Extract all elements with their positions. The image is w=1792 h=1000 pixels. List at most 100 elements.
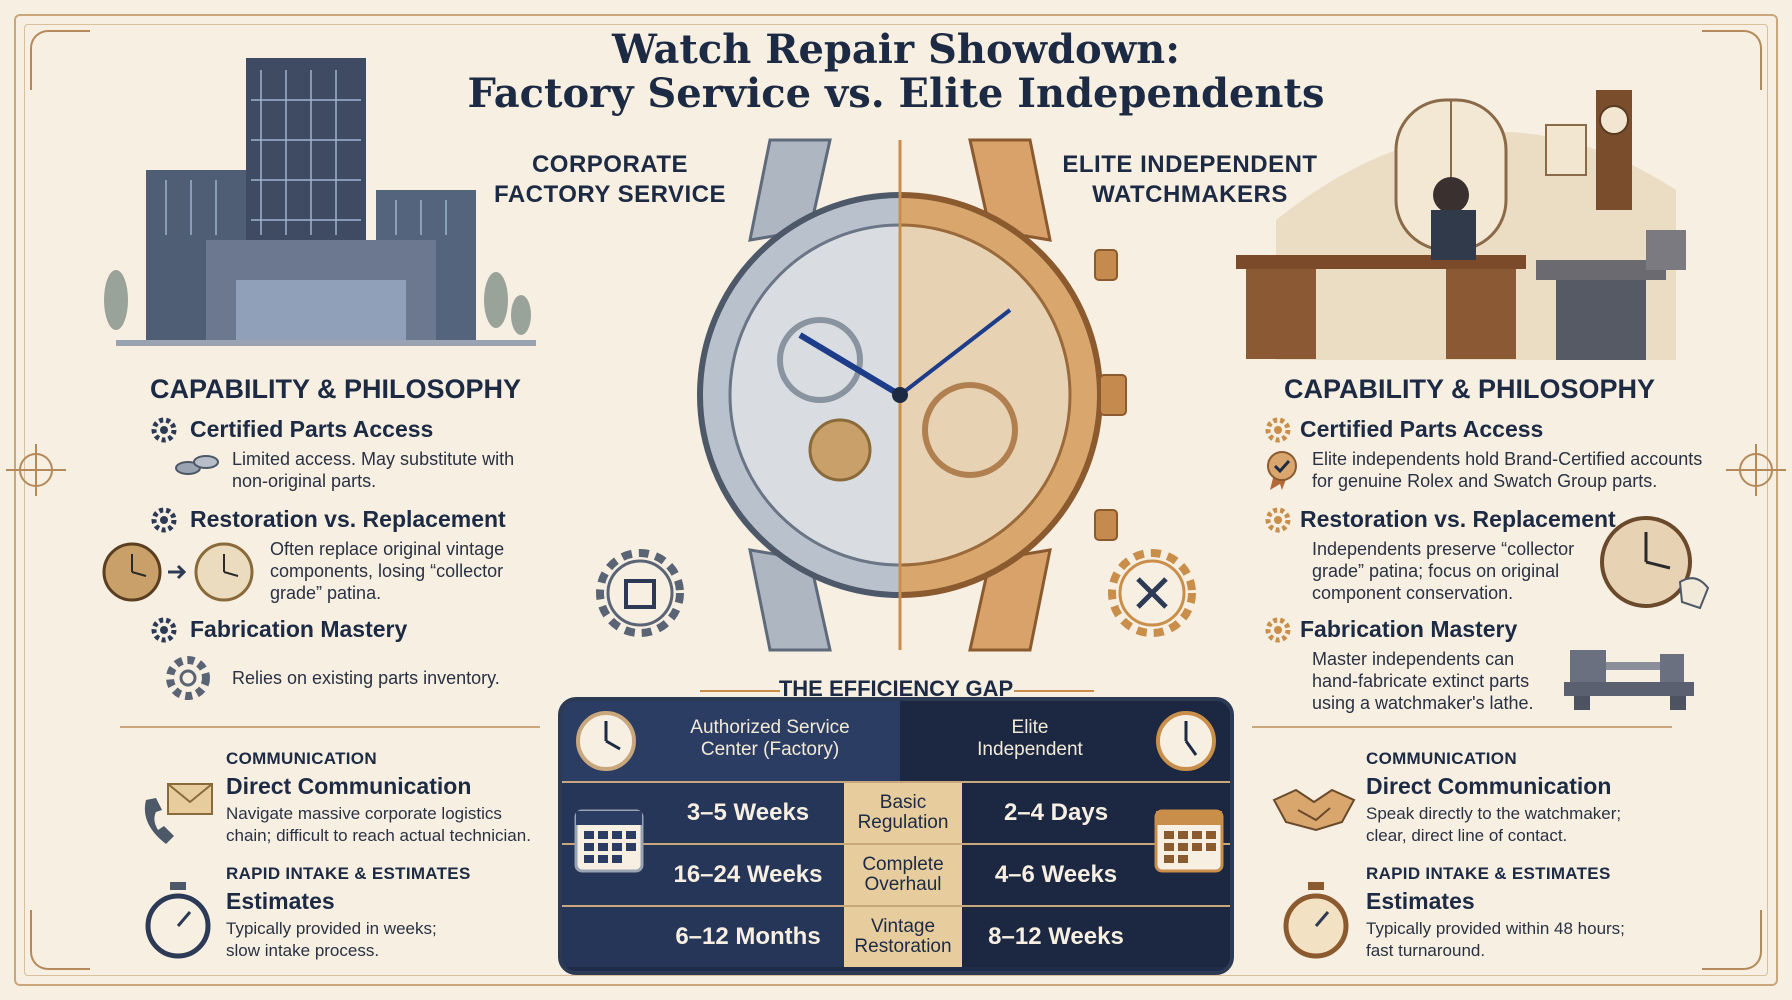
task-line2: Restoration [854,936,952,957]
right-item-restoration-title: Restoration vs. Replacement [1300,506,1616,532]
left-estimates-text-line1: Typically provided in weeks; [226,919,437,938]
efficiency-title-rule-right [1014,690,1094,692]
corner-ornament-bl [30,910,90,970]
left-item-restoration-text: Often replace original vintage component… [270,538,504,604]
efficiency-table: Authorized Service Center (Factory) Elit… [558,697,1234,975]
gear-icon [151,617,177,643]
left-communication-title: Direct Communication [226,773,472,799]
calendar-icon [1154,809,1224,873]
clock-cleaning-icon [1600,516,1710,610]
efficiency-gap-title: THE EFFICIENCY GAP [778,676,1014,701]
coin-stack-icon [175,455,219,475]
right-item-fabrication-title: Fabrication Mastery [1300,616,1518,642]
corner-ornament-tl [30,30,90,90]
left-item-restoration-text-line2: components, losing “collector [270,561,504,581]
ribbon-seal-icon [1267,451,1297,490]
independent-time-cell: 8–12 Weeks [962,907,1230,967]
calendar-icon [574,809,644,873]
stopwatch-icon [1283,882,1349,959]
independent-header-line2: Independent [977,739,1083,760]
left-item-parts-text-line1: Limited access. May substitute with [232,449,515,469]
right-column-heading: ELITE INDEPENDENT WATCHMAKERS [1040,150,1340,210]
left-heading-line2: FACTORY SERVICE [493,181,726,208]
factory-column-header: Authorized Service Center (Factory) [562,701,900,781]
left-item-parts-title: Certified Parts Access [190,416,434,442]
left-column-heading: CORPORATE FACTORY SERVICE [470,150,750,210]
left-item-fabrication-text: Relies on existing parts inventory. [232,668,500,688]
left-item-fabrication-title: Fabrication Mastery [190,616,408,642]
left-estimates-text-line2: slow intake process. [226,941,380,960]
gear-icon [1265,417,1291,443]
gear-icon [151,417,177,443]
factory-header-text: Authorized Service Center (Factory) [650,717,890,761]
left-item-restoration-title: Restoration vs. Replacement [190,506,506,532]
factory-header-line1: Authorized Service [690,717,850,738]
left-divider [120,726,540,728]
left-communication-text-line1: Navigate massive corporate logistics [226,804,502,823]
left-item-restoration-text-line3: grade” patina. [270,583,382,603]
left-communication-text-line2: chain; difficult to reach actual technic… [226,826,531,845]
task-line1: Basic [879,792,927,813]
compass-ornament-right-icon [1726,444,1786,496]
right-communication-text: Speak directly to the watchmaker; clear,… [1366,803,1621,847]
left-heading-line1: CORPORATE [531,151,689,178]
left-capability-heading: CAPABILITY & PHILOSOPHY [150,374,522,404]
left-communication-label: COMMUNICATION [226,749,377,768]
left-estimates-label: RAPID INTAKE & ESTIMATES [226,864,471,883]
right-communication-label: COMMUNICATION [1366,749,1517,768]
outer-frame [14,14,1778,986]
right-communication-title: Direct Communication [1366,773,1612,799]
factory-time-cell: 16–24 Weeks [562,845,844,905]
right-estimates-title: Estimates [1366,888,1475,914]
right-heading-line2: WATCHMAKERS [1092,181,1288,208]
right-item-parts-text-line2: for genuine Rolex and Swatch Group parts… [1312,471,1658,491]
right-item-restoration-text-line1: Independents preserve “collector [1312,539,1575,559]
left-estimates-title: Estimates [226,888,335,914]
factory-header-line2: Center (Factory) [700,739,840,760]
right-item-fabrication-text-line3: using a watchmaker's lathe. [1312,693,1534,713]
independent-header-line1: Elite [1011,717,1049,738]
right-capability-heading: CAPABILITY & PHILOSOPHY [1284,374,1656,404]
corner-ornament-tr [1702,30,1762,90]
task-line1: Complete [862,854,944,875]
watchmaker-workshop-illustration [1236,90,1686,360]
right-item-parts-title: Certified Parts Access [1300,416,1544,442]
clock-icon [1156,711,1216,771]
right-item-parts-text-line1: Elite independents hold Brand-Certified … [1312,449,1703,469]
gear-icon [1265,507,1291,533]
task-line2: Overhaul [864,874,942,895]
right-estimates-text-line1: Typically provided within 48 hours; [1366,919,1625,938]
right-estimates-label: RAPID INTAKE & ESTIMATES [1366,864,1611,883]
efficiency-title-rule-left [700,690,780,692]
right-heading-line1: ELITE INDEPENDENT [1062,151,1318,178]
right-item-fabrication-text-line1: Master independents can [1312,649,1515,669]
left-item-parts-text-line2: non-original parts. [232,471,377,491]
page-title-line2: Factory Service vs. Elite Independents [467,70,1325,117]
right-communication-text-line1: Speak directly to the watchmaker; [1366,804,1622,823]
clock-replacement-icon [102,542,254,602]
independent-header-text: Elite Independent [910,717,1150,761]
independent-column-header: Elite Independent [900,701,1230,781]
right-item-restoration-text-line3: component conservation. [1312,583,1514,603]
precision-tool-gear-icon [596,549,684,637]
gear-icon [166,656,210,700]
clock-icon [576,711,636,771]
right-item-parts-text: Elite independents hold Brand-Certified … [1312,448,1702,492]
gear-icon [1265,617,1291,643]
task-line1: Vintage [870,916,936,937]
inner-frame [24,24,1768,976]
compass-ornament-left-icon [6,444,66,496]
wrench-hammer-gear-icon [1108,549,1196,637]
phone-envelope-icon [144,783,213,844]
factory-time-cell: 6–12 Months [562,907,844,967]
right-item-fabrication-text: Master independents can hand-fabricate e… [1312,648,1534,714]
corporate-building-illustration [104,58,536,346]
left-item-parts-text: Limited access. May substitute with non-… [232,448,514,492]
right-estimates-text: Typically provided within 48 hours; fast… [1366,918,1625,962]
left-item-restoration-text-line1: Often replace original vintage [270,539,505,559]
